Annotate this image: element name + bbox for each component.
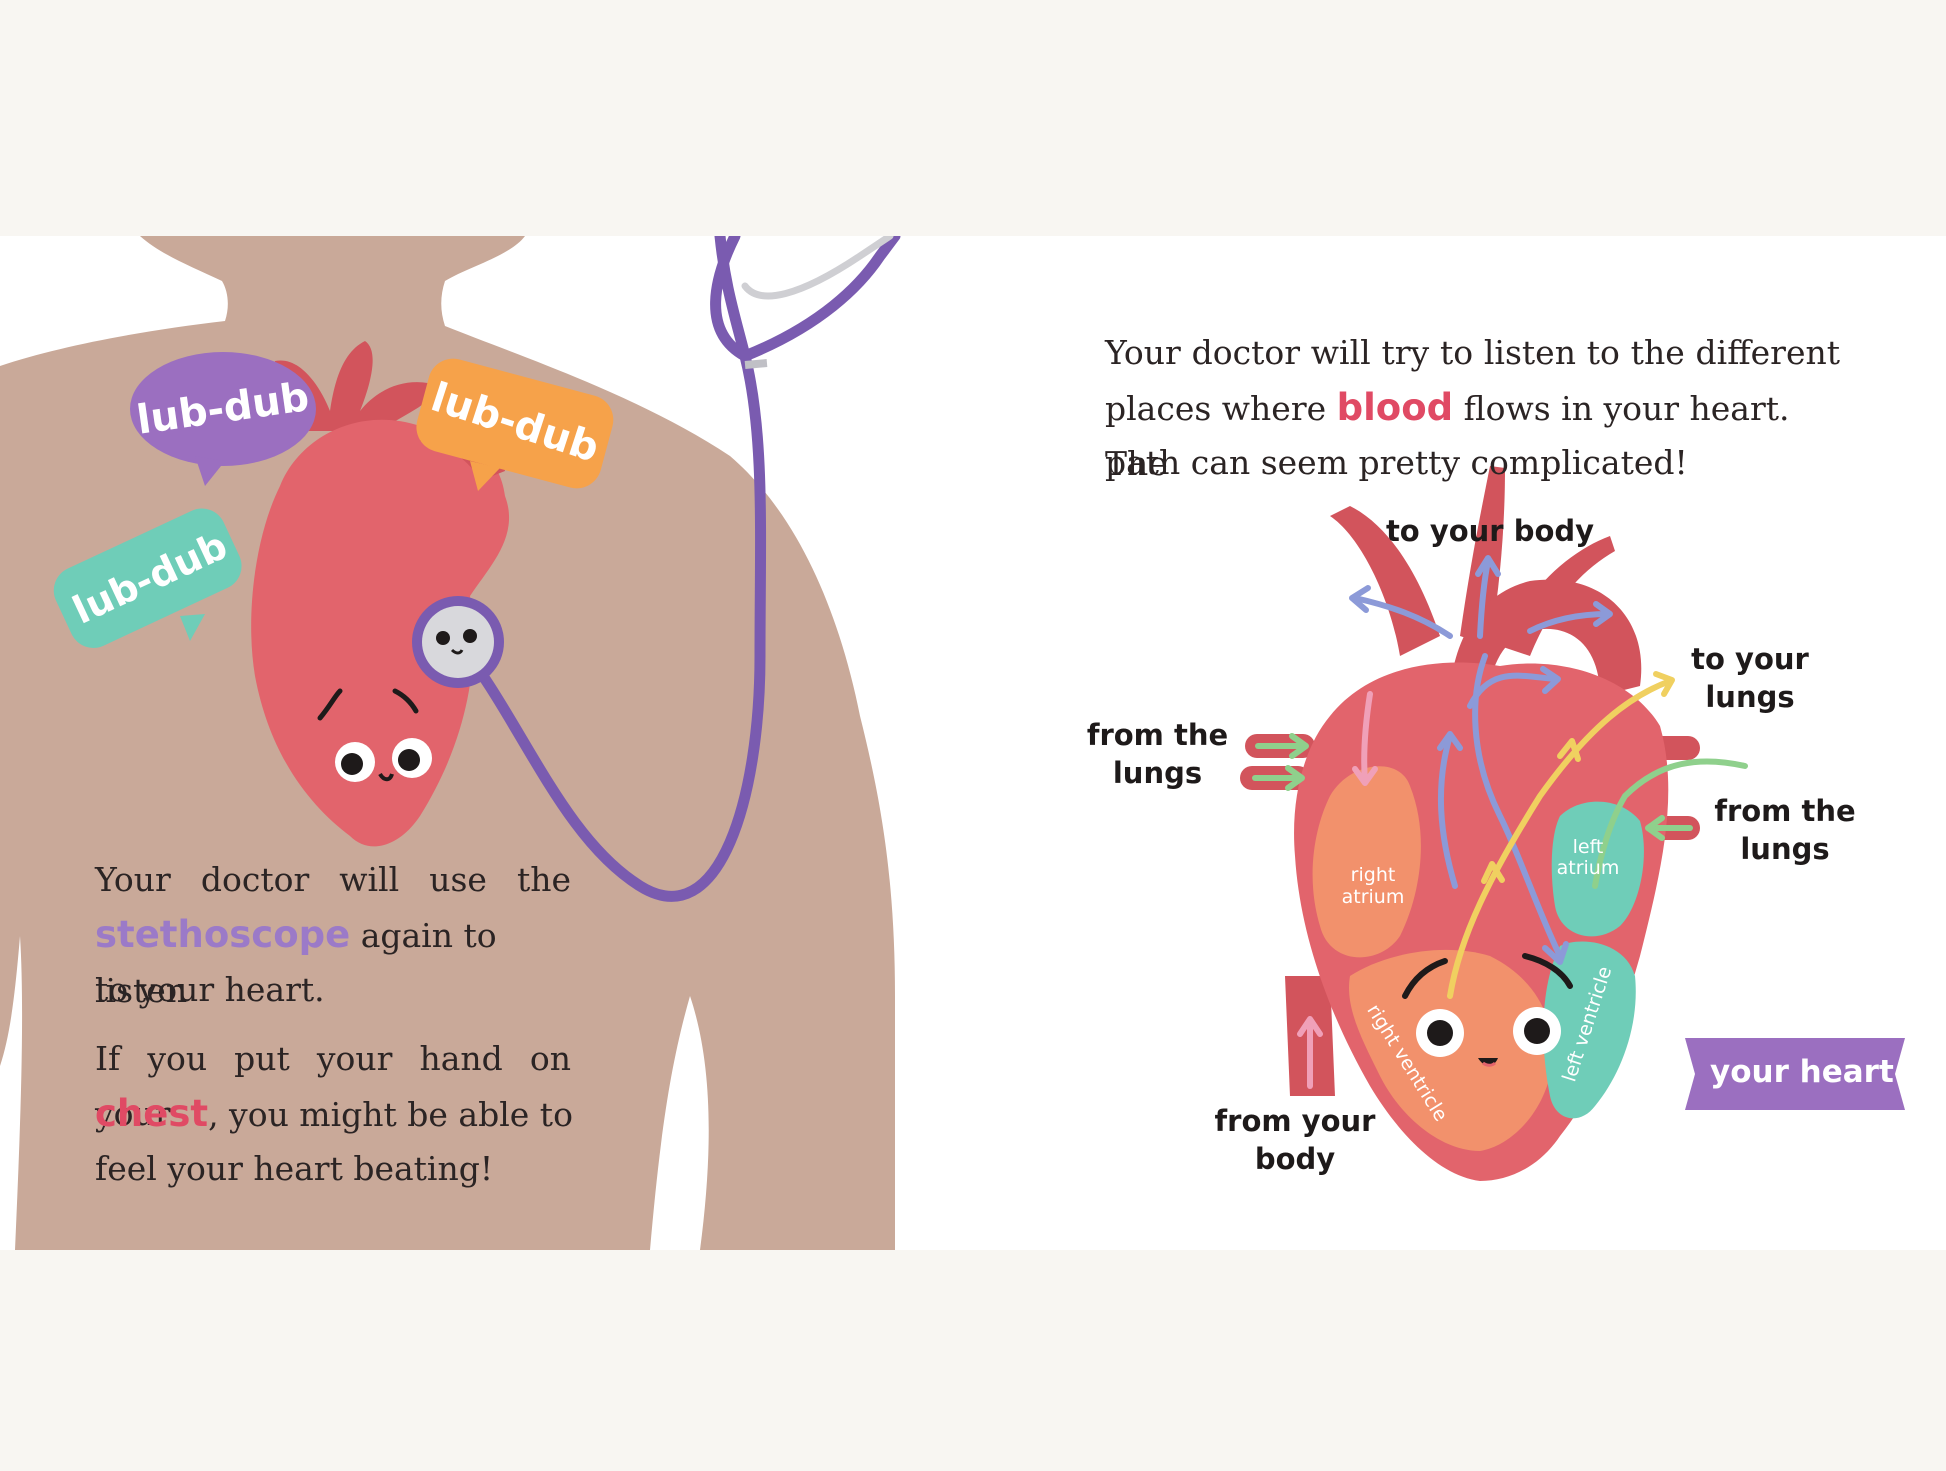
stethoscope-chestpiece [412, 596, 504, 688]
right-atrium-label-2: atrium [1342, 886, 1405, 908]
paragraph-chest-line3: feel your heart beating! [95, 1141, 571, 1196]
paragraph-line: If you put your hand on your [95, 1039, 571, 1133]
stethoscope-metal [741, 236, 894, 300]
ribbon-text: your heart [1710, 1054, 1894, 1090]
intro-line-3: path can seem pretty complicated! [1105, 435, 1840, 490]
label-to-your-lungs: to your lungs [1691, 642, 1809, 714]
paragraph-line: Your doctor will try to listen to the di… [1105, 333, 1840, 372]
paragraph-chest: If you put your hand on your [95, 1031, 571, 1141]
paragraph-line: Your doctor will use the [95, 860, 571, 899]
stethoscope-earpiece-right [739, 236, 901, 362]
paragraph-text: , you might be able to [208, 1095, 573, 1134]
stethoscope-highlight: stethoscope [95, 913, 351, 956]
intro-line-1: Your doctor will try to listen to the di… [1105, 325, 1840, 380]
paragraph-text: feel your heart beating! [95, 1149, 494, 1188]
paragraph-text: places where [1105, 389, 1337, 428]
label-from-the-lungs-right: from the lungs [1714, 794, 1856, 866]
right-atrium-label-1: right [1351, 864, 1396, 886]
speech-bubble-orange: lub-dub [416, 358, 614, 491]
your-heart-ribbon [1685, 1038, 1905, 1110]
speech-bubble-purple: lub-dub [130, 352, 316, 486]
book-spread: lub-dub lub-dub lub-dub [0, 236, 1946, 1250]
paragraph-text: flows in your heart. The [1105, 389, 1790, 483]
label-from-the-lungs-left: from the lungs [1086, 718, 1229, 790]
intro-line-2: places where blood flows in your heart. … [1105, 380, 1855, 491]
label-from-your-body: from your body [1214, 1104, 1376, 1176]
illustration: lub-dub lub-dub lub-dub [0, 236, 1905, 1250]
left-atrium-label-1: left [1573, 836, 1604, 858]
label-to-your-body: to your body [1385, 514, 1595, 548]
chest-highlight: chest [95, 1092, 209, 1135]
paragraph-stethoscope-line3: to your heart. [95, 962, 571, 1017]
paragraph-chest-line2: chest, you might be able to [95, 1086, 585, 1142]
stethoscope-ring [744, 359, 768, 369]
paragraph-stethoscope: Your doctor will use the [95, 852, 571, 907]
blood-highlight: blood [1336, 386, 1454, 429]
paragraph-text: again to listen [95, 916, 497, 1010]
paragraph-text: path can seem pretty complicated! [1105, 443, 1688, 482]
heart-diagram: right atrium left atrium right ventricle… [1240, 466, 1748, 1181]
left-atrium-label-2: atrium [1557, 857, 1620, 879]
stethoscope-earpiece-left [710, 236, 751, 362]
paragraph-text: to your heart. [95, 970, 325, 1009]
paragraph-stethoscope-line2: stethoscope again to listen [95, 907, 585, 1018]
